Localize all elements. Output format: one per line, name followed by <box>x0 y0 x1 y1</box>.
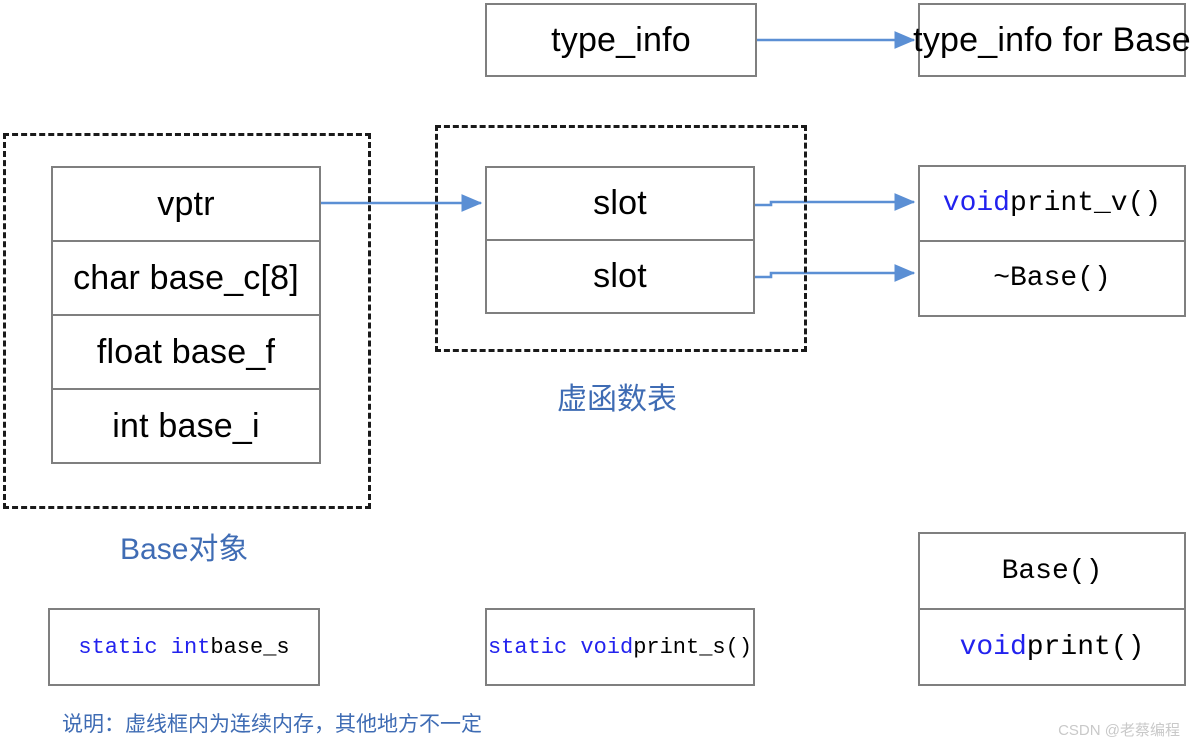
member-base-c: char base_c[8] <box>53 240 319 314</box>
static-member-row: static int base_s <box>50 610 318 684</box>
static-member-name: base_s <box>210 634 290 660</box>
nonvirtual-functions-box: Base() void print() <box>918 532 1186 686</box>
vtable-box: slot slot <box>485 166 755 314</box>
keyword-static-void: static void <box>487 634 634 660</box>
type-info-for-base-box: type_info for Base <box>913 3 1190 77</box>
type-info-label: type_info <box>551 20 691 59</box>
base-object-memory-region <box>3 133 371 509</box>
type-info-box: type_info <box>485 3 757 77</box>
virtual-functions-box: void print_v() ~Base() <box>918 165 1186 317</box>
static-method-box: static void print_s() <box>485 608 755 686</box>
vtable-slot-0: slot <box>593 184 647 222</box>
nonvirtual-function-print-name: print() <box>1026 631 1145 663</box>
member-base-i: int base_i <box>53 388 319 462</box>
keyword-void: void <box>942 188 1010 219</box>
static-method-row: static void print_s() <box>487 610 753 684</box>
base-object-layout-box: vptr char base_c[8] float base_f int bas… <box>51 166 321 464</box>
vtable-slot-1: slot <box>487 239 753 312</box>
footnote: 说明：虚线框内为连续内存，其他地方不一定 <box>62 713 482 736</box>
static-member-box: static int base_s <box>48 608 320 686</box>
vtable-memory-region <box>435 125 807 352</box>
member-vptr: vptr <box>157 184 215 223</box>
csdn-watermark: CSDN @老蔡编程 <box>1058 722 1180 739</box>
virtual-function-print-v: void print_v() <box>920 167 1184 240</box>
nonvirtual-function-print: void print() <box>920 608 1184 684</box>
keyword-void-print: void <box>959 631 1027 663</box>
member-base-f: float base_f <box>53 314 319 388</box>
type-info-for-base-label: type_info for Base <box>913 20 1190 59</box>
base-object-group-label: Base对象 <box>120 533 249 566</box>
keyword-static-int: static int <box>78 634 211 660</box>
static-method-name: print_s() <box>633 634 753 660</box>
virtual-function-destructor-name: ~Base() <box>993 263 1111 294</box>
vtable-group-label: 虚函数表 <box>557 383 677 416</box>
nonvirtual-function-ctor-name: Base() <box>1001 555 1103 587</box>
virtual-function-destructor: ~Base() <box>920 240 1184 315</box>
virtual-function-print-v-name: print_v() <box>1009 188 1162 219</box>
nonvirtual-function-ctor: Base() <box>920 534 1184 608</box>
